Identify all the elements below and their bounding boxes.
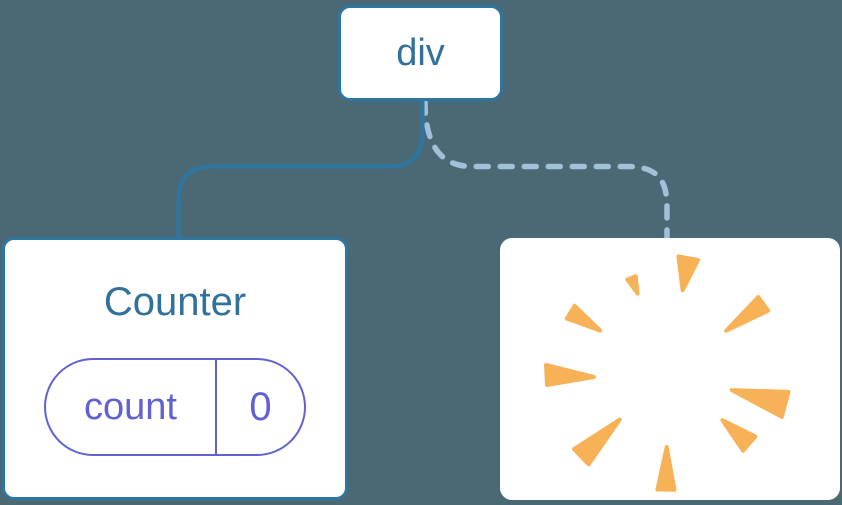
state-value: 0 [249, 384, 272, 429]
poof-ray [729, 388, 791, 419]
tree-node-counter: Counter count 0 [2, 237, 348, 500]
poof-burst-icon [544, 254, 791, 492]
poof-ray [676, 254, 701, 293]
poof-ray [544, 363, 596, 387]
tree-node-div: div [338, 5, 503, 101]
poof-ray [720, 418, 758, 453]
state-pill: count 0 [44, 358, 306, 456]
div-node-label: div [396, 31, 445, 74]
counter-node-title: Counter [103, 280, 247, 324]
tree-node-removed [500, 238, 840, 500]
state-key: count [46, 360, 217, 454]
poof-ray [625, 274, 640, 296]
poof-ray [724, 295, 771, 333]
connector-solid-counter-child [176, 99, 425, 239]
connector-dashed-removed-child [422, 98, 670, 243]
poof-ray [655, 445, 677, 492]
poof-ray [572, 417, 622, 467]
poof-ray [564, 303, 603, 333]
